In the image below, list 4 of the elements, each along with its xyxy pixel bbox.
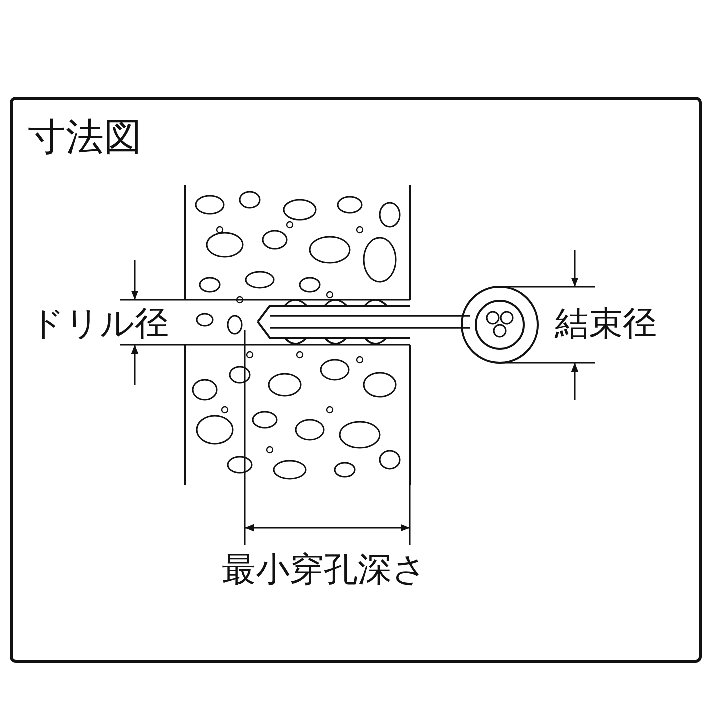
- dimension-label: ドリル径: [30, 307, 169, 341]
- dimension-label: 最小穿孔深さ: [222, 553, 427, 587]
- dimension-label: 結束径: [555, 307, 657, 341]
- diagram-title: 寸法図: [28, 118, 142, 156]
